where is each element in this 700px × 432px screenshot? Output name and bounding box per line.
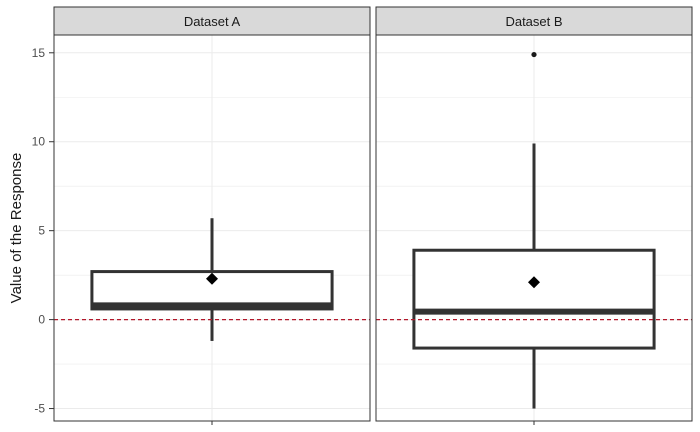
facet-strip-label: Dataset A xyxy=(184,14,241,29)
y-tick-label: 5 xyxy=(38,224,45,238)
box-iqr xyxy=(412,248,656,350)
facet-strip xyxy=(53,6,371,36)
mean-marker xyxy=(528,276,540,289)
facet-strip xyxy=(375,6,693,36)
y-tick-label: 0 xyxy=(38,313,45,327)
y-tick-label: 15 xyxy=(32,46,46,60)
y-tick-label: -5 xyxy=(34,402,45,416)
y-tick-label: 10 xyxy=(32,135,46,149)
outlier-point xyxy=(531,51,537,58)
facet-strip-label: Dataset B xyxy=(505,14,562,29)
mean-marker xyxy=(206,272,218,285)
y-axis-title: Value of the Response xyxy=(8,153,25,304)
